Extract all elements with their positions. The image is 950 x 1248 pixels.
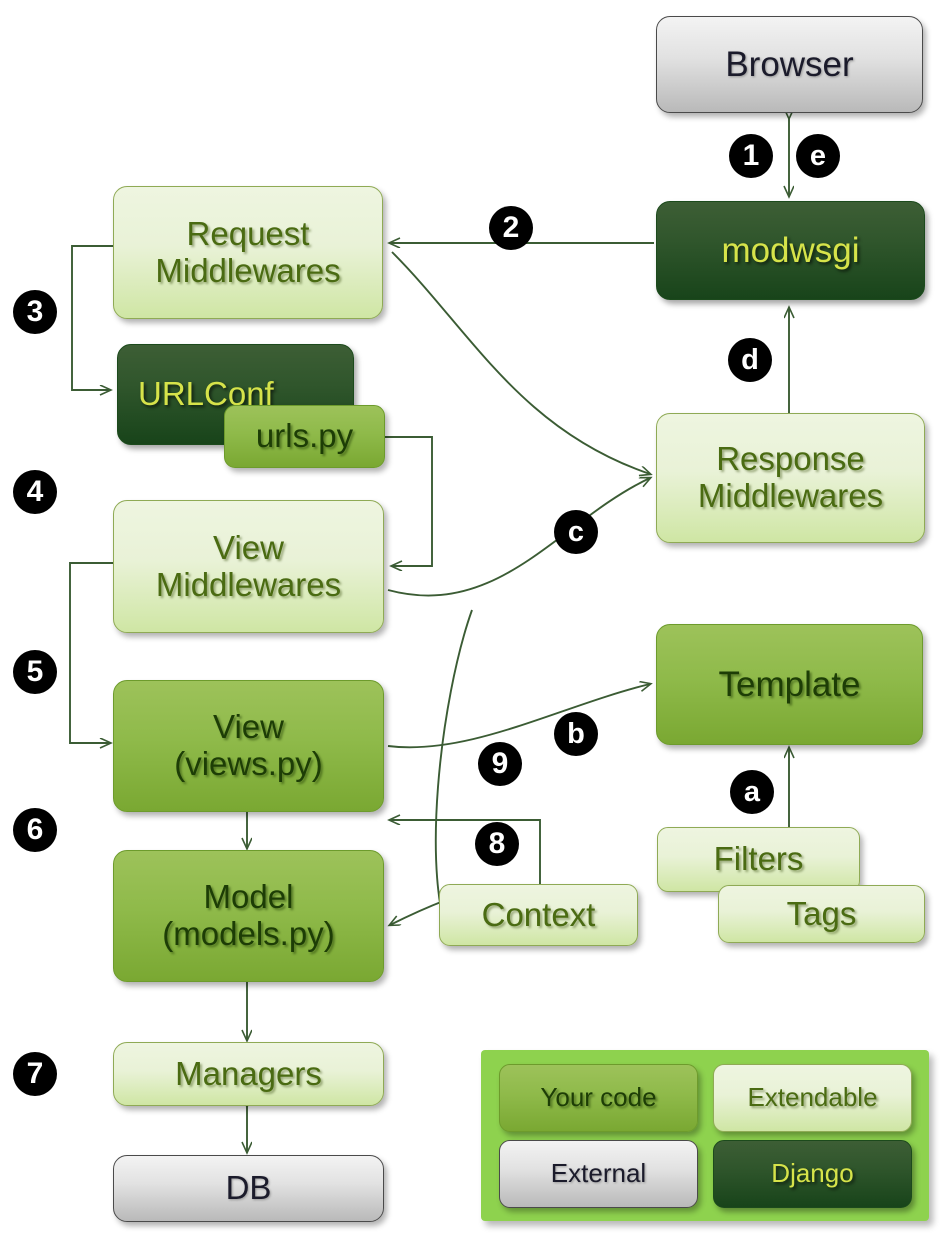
legend-item-extendable[interactable]: Extendable xyxy=(713,1064,912,1132)
step-badge-6-label: 6 xyxy=(26,813,44,846)
wire-view-middlewares-view xyxy=(69,562,113,743)
wire-request-middlewares-response-middlewares xyxy=(391,251,650,474)
node-browser[interactable]: Browser xyxy=(656,16,923,113)
legend-item-django[interactable]: Django xyxy=(713,1140,912,1208)
step-badge-e-label: e xyxy=(809,139,827,172)
node-template-label: Template xyxy=(718,664,861,704)
node-context-label: Context xyxy=(481,895,596,933)
step-badge-4: 4 xyxy=(13,470,57,514)
step-badge-9: 9 xyxy=(478,742,522,786)
node-tags-label: Tags xyxy=(786,894,857,932)
node-tags[interactable]: Tags xyxy=(718,885,925,943)
node-response-middlewares-label: Response Middlewares xyxy=(697,440,884,514)
node-db[interactable]: DB xyxy=(113,1155,384,1222)
step-badge-5: 5 xyxy=(13,650,57,694)
wire-context-model xyxy=(390,899,447,925)
node-request-middlewares[interactable]: Request Middlewares xyxy=(113,186,383,319)
step-badge-8-label: 8 xyxy=(488,827,506,860)
node-view-label: View (views.py) xyxy=(174,708,323,782)
step-badge-c: c xyxy=(554,510,598,554)
step-badge-2: 2 xyxy=(489,206,533,250)
legend-item-django-label: Django xyxy=(771,1158,854,1189)
node-managers-label: Managers xyxy=(175,1054,322,1092)
node-response-middlewares[interactable]: Response Middlewares xyxy=(656,413,925,543)
node-urls-py[interactable]: urls.py xyxy=(224,405,385,468)
legend-item-your-code-label: Your code xyxy=(540,1082,657,1113)
step-badge-d-label: d xyxy=(741,343,759,376)
step-badge-b: b xyxy=(554,712,598,756)
node-modwsgi[interactable]: modwsgi xyxy=(656,201,925,300)
node-modwsgi-label: modwsgi xyxy=(721,230,860,270)
step-badge-c-label: c xyxy=(567,515,585,548)
node-request-middlewares-label: Request Middlewares xyxy=(155,214,341,289)
wire-view-middlewares-response-middlewares xyxy=(387,478,650,597)
step-badge-1: 1 xyxy=(729,134,773,178)
wire-view-template xyxy=(387,684,650,749)
node-managers[interactable]: Managers xyxy=(113,1042,384,1106)
step-badge-e: e xyxy=(796,134,840,178)
legend: Your code Extendable External Django xyxy=(481,1050,929,1221)
node-browser-label: Browser xyxy=(725,44,854,84)
step-badge-3-label: 3 xyxy=(26,295,44,328)
step-badge-5-label: 5 xyxy=(26,655,44,688)
node-filters[interactable]: Filters xyxy=(657,827,860,892)
step-badge-b-label: b xyxy=(567,717,585,750)
wire-request-middlewares-urlconf xyxy=(71,245,113,390)
step-badge-3: 3 xyxy=(13,290,57,334)
node-model[interactable]: Model (models.py) xyxy=(113,850,384,982)
node-view-middlewares[interactable]: View Middlewares xyxy=(113,500,384,633)
step-badge-7-label: 7 xyxy=(26,1057,44,1090)
node-context[interactable]: Context xyxy=(439,884,638,946)
step-badge-a-label: a xyxy=(743,775,761,808)
node-urls-py-label: urls.py xyxy=(255,417,354,455)
step-badge-9-label: 9 xyxy=(491,747,509,780)
node-db-label: DB xyxy=(225,1169,272,1207)
step-badge-d: d xyxy=(728,338,772,382)
node-filters-label: Filters xyxy=(713,840,804,878)
node-view[interactable]: View (views.py) xyxy=(113,680,384,812)
legend-item-external[interactable]: External xyxy=(499,1140,698,1208)
legend-item-extendable-label: Extendable xyxy=(747,1082,878,1113)
node-template[interactable]: Template xyxy=(656,624,923,745)
legend-item-external-label: External xyxy=(550,1158,647,1189)
wire-urlspy-view-middlewares xyxy=(385,436,433,566)
node-view-middlewares-label: View Middlewares xyxy=(155,528,342,603)
step-badge-a: a xyxy=(730,770,774,814)
legend-item-your-code[interactable]: Your code xyxy=(499,1064,698,1132)
step-badge-4-label: 4 xyxy=(26,475,44,508)
step-badge-6: 6 xyxy=(13,808,57,852)
step-badge-8: 8 xyxy=(475,822,519,866)
step-badge-7: 7 xyxy=(13,1052,57,1096)
node-model-label: Model (models.py) xyxy=(162,878,335,952)
step-badge-2-label: 2 xyxy=(502,211,520,244)
wire-context-view xyxy=(390,820,541,887)
step-badge-1-label: 1 xyxy=(742,139,760,172)
